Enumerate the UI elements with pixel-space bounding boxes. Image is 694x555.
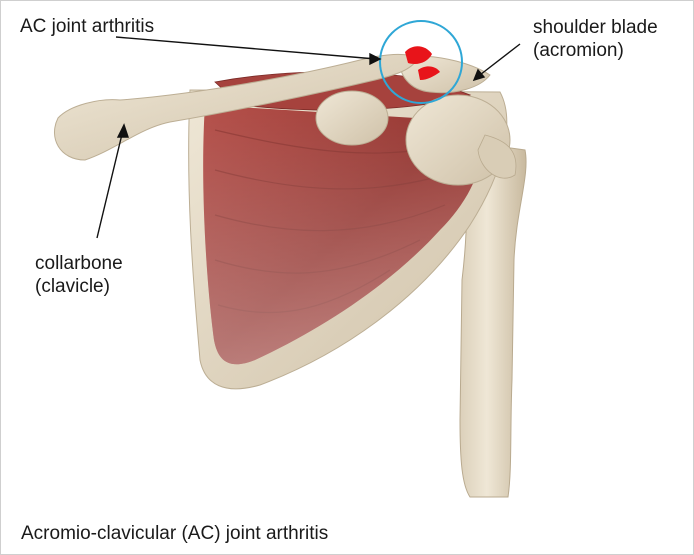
figure-caption: Acromio-clavicular (AC) joint arthritis: [21, 523, 328, 545]
coracoid-process: [316, 91, 388, 145]
collarbone-label-line1: collarbone: [35, 252, 123, 275]
shoulder-blade-label-line2: (acromion): [533, 39, 658, 62]
shoulder-blade-leader-line: [476, 44, 520, 78]
ac-joint-label-text: AC joint arthritis: [20, 15, 154, 38]
ac-joint-label: AC joint arthritis: [20, 15, 154, 38]
ac-joint-leader-line: [116, 37, 376, 59]
shoulder-blade-label: shoulder blade (acromion): [533, 16, 658, 62]
collarbone-label-line2: (clavicle): [35, 275, 123, 298]
collarbone-label: collarbone (clavicle): [35, 252, 123, 298]
shoulder-blade-label-line1: shoulder blade: [533, 16, 658, 39]
